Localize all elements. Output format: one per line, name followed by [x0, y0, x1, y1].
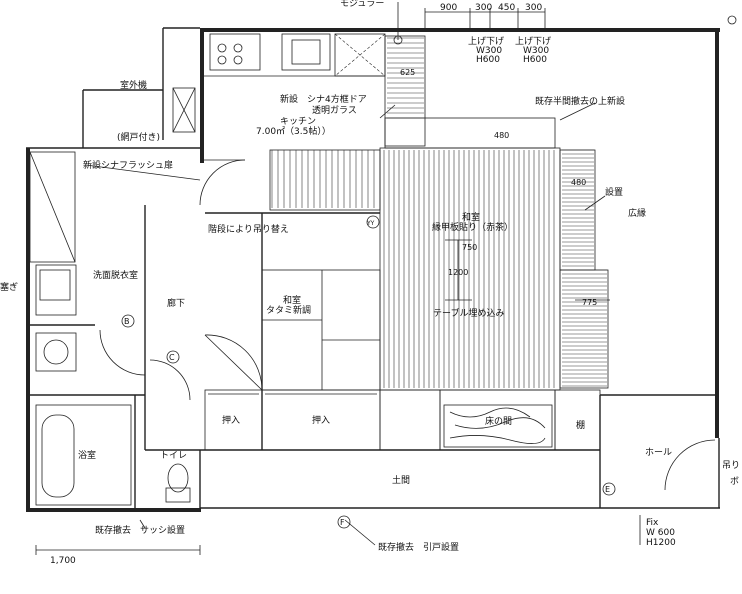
label-table: テーブル埋め込み	[433, 307, 504, 319]
label-washitsu-2: 和室	[283, 294, 301, 306]
door-swings	[99, 159, 716, 491]
label-outdoor-unit: 室外機	[120, 79, 147, 91]
label-clear-glass: 透明ガラス	[312, 105, 357, 116]
tokonoma-area	[379, 389, 601, 451]
label-yy: YY	[366, 220, 375, 227]
label-hall: ホール	[645, 447, 672, 458]
dim-625: 625	[400, 68, 415, 77]
label-fix-h: H1200	[646, 538, 676, 548]
dim-300b: 300	[525, 3, 542, 13]
circle-marks	[121, 15, 737, 529]
mark-c: C	[169, 353, 175, 362]
label-right-edge: ボ	[730, 476, 739, 487]
dim-480b: 480	[571, 178, 586, 187]
dim-900: 900	[440, 3, 457, 13]
label-fix: Fix	[646, 518, 659, 528]
outer-walls	[26, 27, 720, 512]
label-sash: 既存撤去 サッシ設置	[95, 524, 185, 536]
kitchen-fixtures	[204, 33, 386, 77]
window2-w: W300	[523, 46, 549, 56]
mark-f: F	[340, 518, 345, 527]
label-sliding-door: 既存撤去 引戸設置	[378, 541, 459, 553]
label-bathroom: 浴室	[78, 449, 96, 461]
window2-type: 上げ下げ	[515, 36, 551, 47]
label-doma: 土間	[392, 474, 410, 486]
label-washitsu-1-floor: 縁甲板貼り（赤茶）	[432, 221, 513, 233]
window1-type: 上げ下げ	[468, 36, 504, 47]
label-new-flush-door: 新設シナフラッシュ扉	[83, 159, 173, 171]
label-kitchen-area: 7.00㎡（3.5帖））	[256, 125, 331, 137]
label-washitsu-2-floor: タタミ新調	[266, 304, 311, 316]
text-labels: モジュラー 900 300 450 300 上げ下げ W300 H600 上げ下…	[0, 0, 740, 566]
dim-775: 775	[582, 298, 597, 307]
label-shelf: 棚	[576, 419, 585, 431]
washitsu-floor	[379, 147, 561, 391]
stair-lower	[269, 149, 381, 211]
dim-450: 450	[498, 3, 515, 13]
label-corridor: 廊下	[167, 297, 185, 309]
dim-300a: 300	[475, 3, 492, 13]
label-screen: (網戸付き)	[117, 131, 160, 143]
leader-lines	[35, 2, 641, 555]
label-washroom: 洗面脱衣室	[93, 269, 138, 281]
mark-e: E	[605, 485, 610, 494]
label-fix-w: W 600	[646, 528, 675, 538]
hiroen-strip	[559, 149, 609, 389]
label-stair-note: 階段により吊り替え	[208, 223, 289, 235]
dim-1700: 1,700	[50, 556, 76, 566]
label-hiroen: 広縁	[628, 207, 646, 219]
left-rooms	[29, 87, 200, 512]
window1-h: H600	[476, 55, 500, 65]
stair-upper	[384, 35, 556, 149]
label-closet-1: 押入	[222, 414, 240, 426]
dim-750: 750	[462, 243, 477, 252]
label-kitchen: キッチン	[280, 116, 316, 127]
label-washitsu-1: 和室	[462, 211, 480, 223]
washitsu-tatami	[205, 212, 381, 450]
mark-b: B	[124, 317, 130, 326]
label-closet-2: 押入	[312, 414, 330, 426]
label-new-door: 新設 シナ4方框ドア	[280, 93, 367, 105]
dim-480a: 480	[494, 131, 509, 140]
label-existing-half: 既存半間撤去の上新設	[535, 95, 625, 107]
label-tokonoma: 床の間	[485, 415, 512, 427]
label-toilet: トイレ	[160, 451, 187, 461]
label-left-edge: 塞ぎ	[0, 281, 18, 293]
dim-1200: 1200	[448, 268, 468, 277]
window1-w: W300	[476, 46, 502, 56]
window2-h: H600	[523, 55, 547, 65]
label-tsuri: 吊り	[722, 460, 740, 471]
label-install: 設置	[605, 186, 623, 198]
label-modular: モジュラー	[340, 0, 384, 9]
